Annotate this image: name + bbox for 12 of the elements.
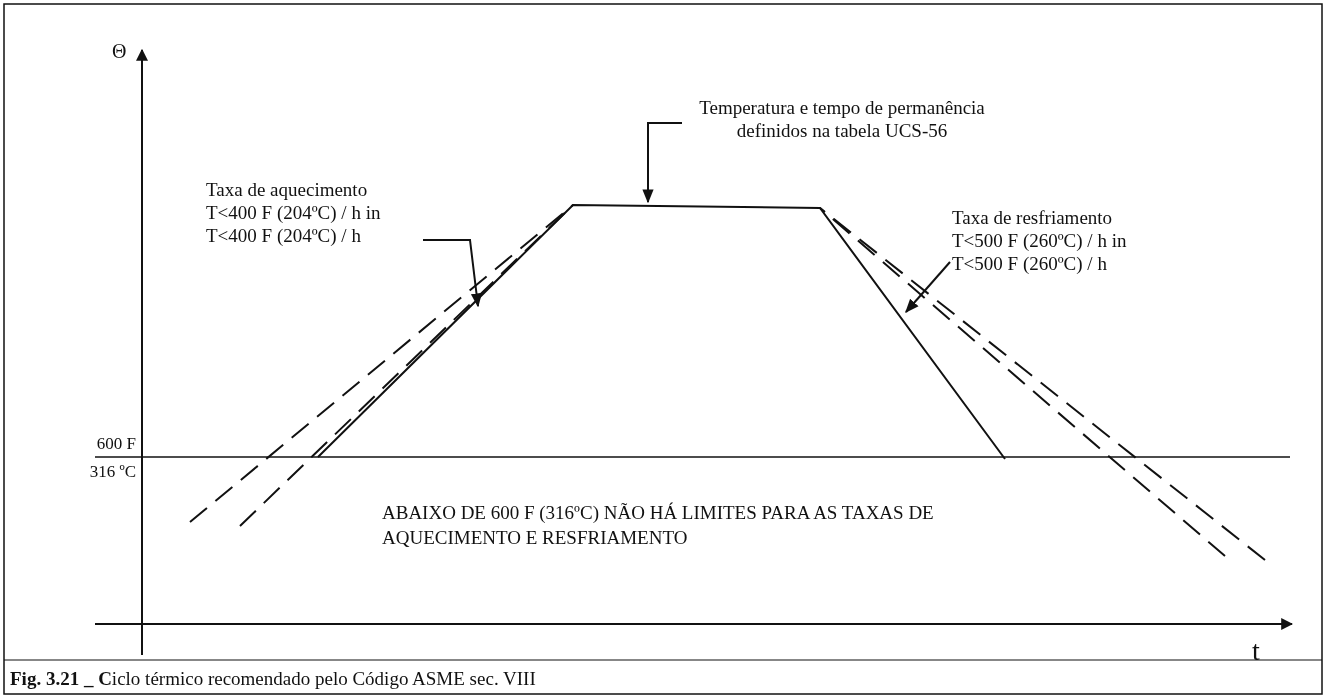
- axis-label: t: [1252, 634, 1261, 668]
- axis-label: Θ: [112, 39, 128, 64]
- note-text: ABAIXO DE 600 F (316ºC) NÃO HÁ LIMITES PARA AS TAXAS DE AQUECIMENTO E RESFRIAMENTO: [382, 501, 935, 550]
- callout-text: Taxa de resfriamento T<500 F (260ºC) / h in T<500 F (260ºC) / h: [952, 206, 1167, 275]
- callout-text: Taxa de aquecimento T<400 F (204ºC) / h in T<400 F (204ºC) / h: [206, 178, 421, 247]
- figure-caption: Fig. 3.21 _ Ciclo térmico recomendado pelo Código ASME sec. VIII: [10, 667, 536, 691]
- leader-arrow: [642, 122, 683, 204]
- leader-arrow: [905, 261, 951, 314]
- callout-text: Temperatura e tempo de permanência definidos na tabela UCS-56: [682, 96, 1002, 142]
- temperature-value: 600 F: [95, 433, 136, 455]
- temperature-value: 316 ºC: [88, 461, 136, 483]
- leader-arrow: [422, 239, 483, 308]
